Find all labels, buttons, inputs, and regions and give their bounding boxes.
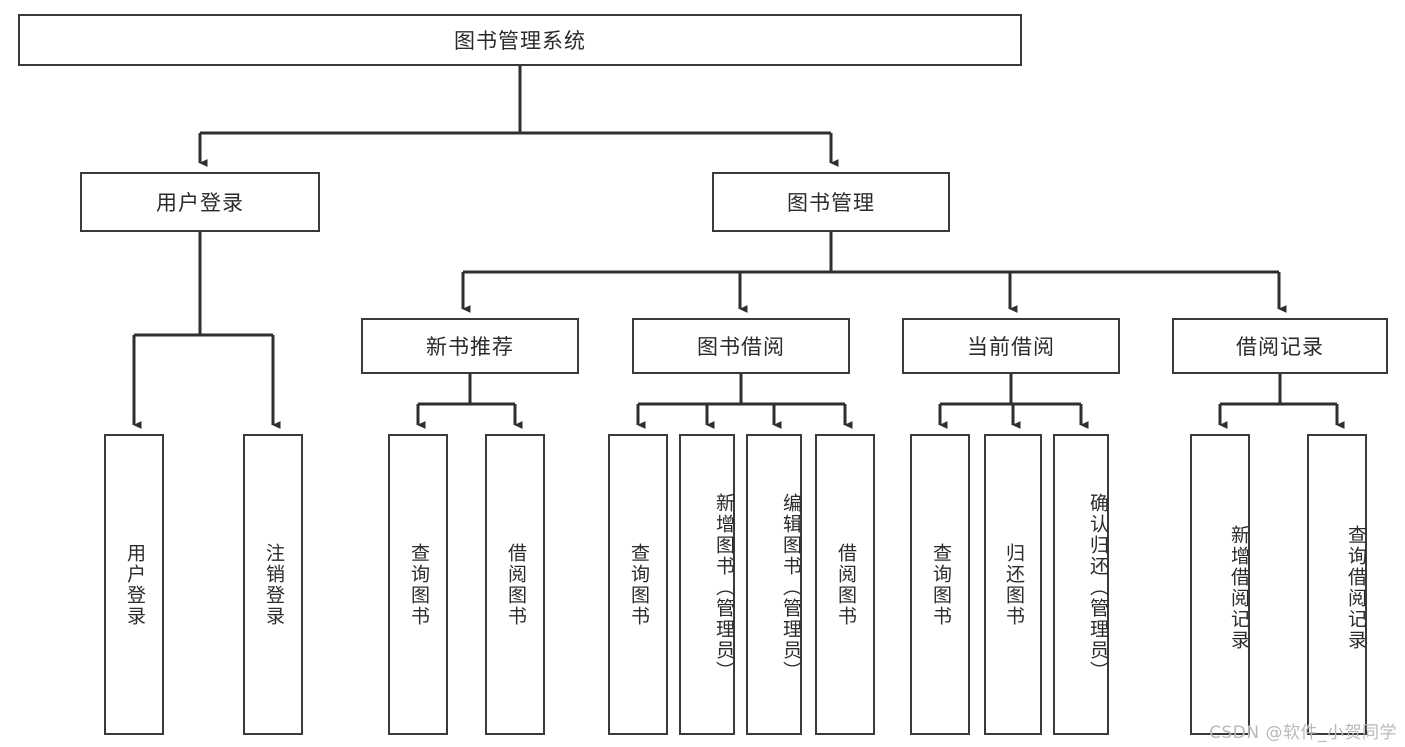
node-b_query[interactable]: 查询图书 [608,434,668,735]
node-n_borrow[interactable]: 借阅图书 [485,434,545,735]
node-label: 借阅图书 [834,542,857,627]
node-label: 用户登录 [156,191,244,215]
node-newbook[interactable]: 新书推荐 [361,318,579,374]
node-r_add[interactable]: 新增借阅记录 [1190,434,1250,735]
node-label: 查询图书 [627,542,650,627]
node-c_return[interactable]: 归还图书 [984,434,1042,735]
node-b_add[interactable]: 新增图书（管理员） [679,434,735,735]
node-label: 编辑图书（管理员） [780,493,802,682]
node-label: 借阅图书 [504,542,527,627]
node-label: 当前借阅 [967,335,1055,359]
node-b_edit[interactable]: 编辑图书（管理员） [746,434,802,735]
node-label: 用户登录 [123,542,146,627]
node-label: 借阅记录 [1236,335,1324,359]
node-n_query[interactable]: 查询图书 [388,434,448,735]
node-label: 注销登录 [262,542,285,627]
node-login[interactable]: 用户登录 [80,172,320,232]
node-c_query[interactable]: 查询图书 [910,434,970,735]
node-b_lend[interactable]: 借阅图书 [815,434,875,735]
node-label: 查询图书 [407,542,430,627]
node-borrow[interactable]: 图书借阅 [632,318,850,374]
node-root[interactable]: 图书管理系统 [18,14,1022,66]
node-label: 图书管理系统 [454,29,586,53]
node-label: 确认归还（管理员） [1087,493,1109,682]
node-label: 归还图书 [1002,542,1025,627]
watermark-text: CSDN @软件_小贺同学 [1209,723,1397,743]
node-c_confirm[interactable]: 确认归还（管理员） [1053,434,1109,735]
node-r_query[interactable]: 查询借阅记录 [1307,434,1367,735]
node-label: 图书管理 [787,191,875,215]
node-label: 查询借阅记录 [1345,524,1367,651]
node-label: 查询图书 [929,542,952,627]
node-l_logout[interactable]: 注销登录 [243,434,303,735]
node-label: 新增图书（管理员） [713,493,735,682]
node-records[interactable]: 借阅记录 [1172,318,1388,374]
node-bookmgmt[interactable]: 图书管理 [712,172,950,232]
node-label: 新书推荐 [426,335,514,359]
node-label: 图书借阅 [697,335,785,359]
node-l_login[interactable]: 用户登录 [104,434,164,735]
node-current[interactable]: 当前借阅 [902,318,1120,374]
node-label: 新增借阅记录 [1228,524,1250,651]
